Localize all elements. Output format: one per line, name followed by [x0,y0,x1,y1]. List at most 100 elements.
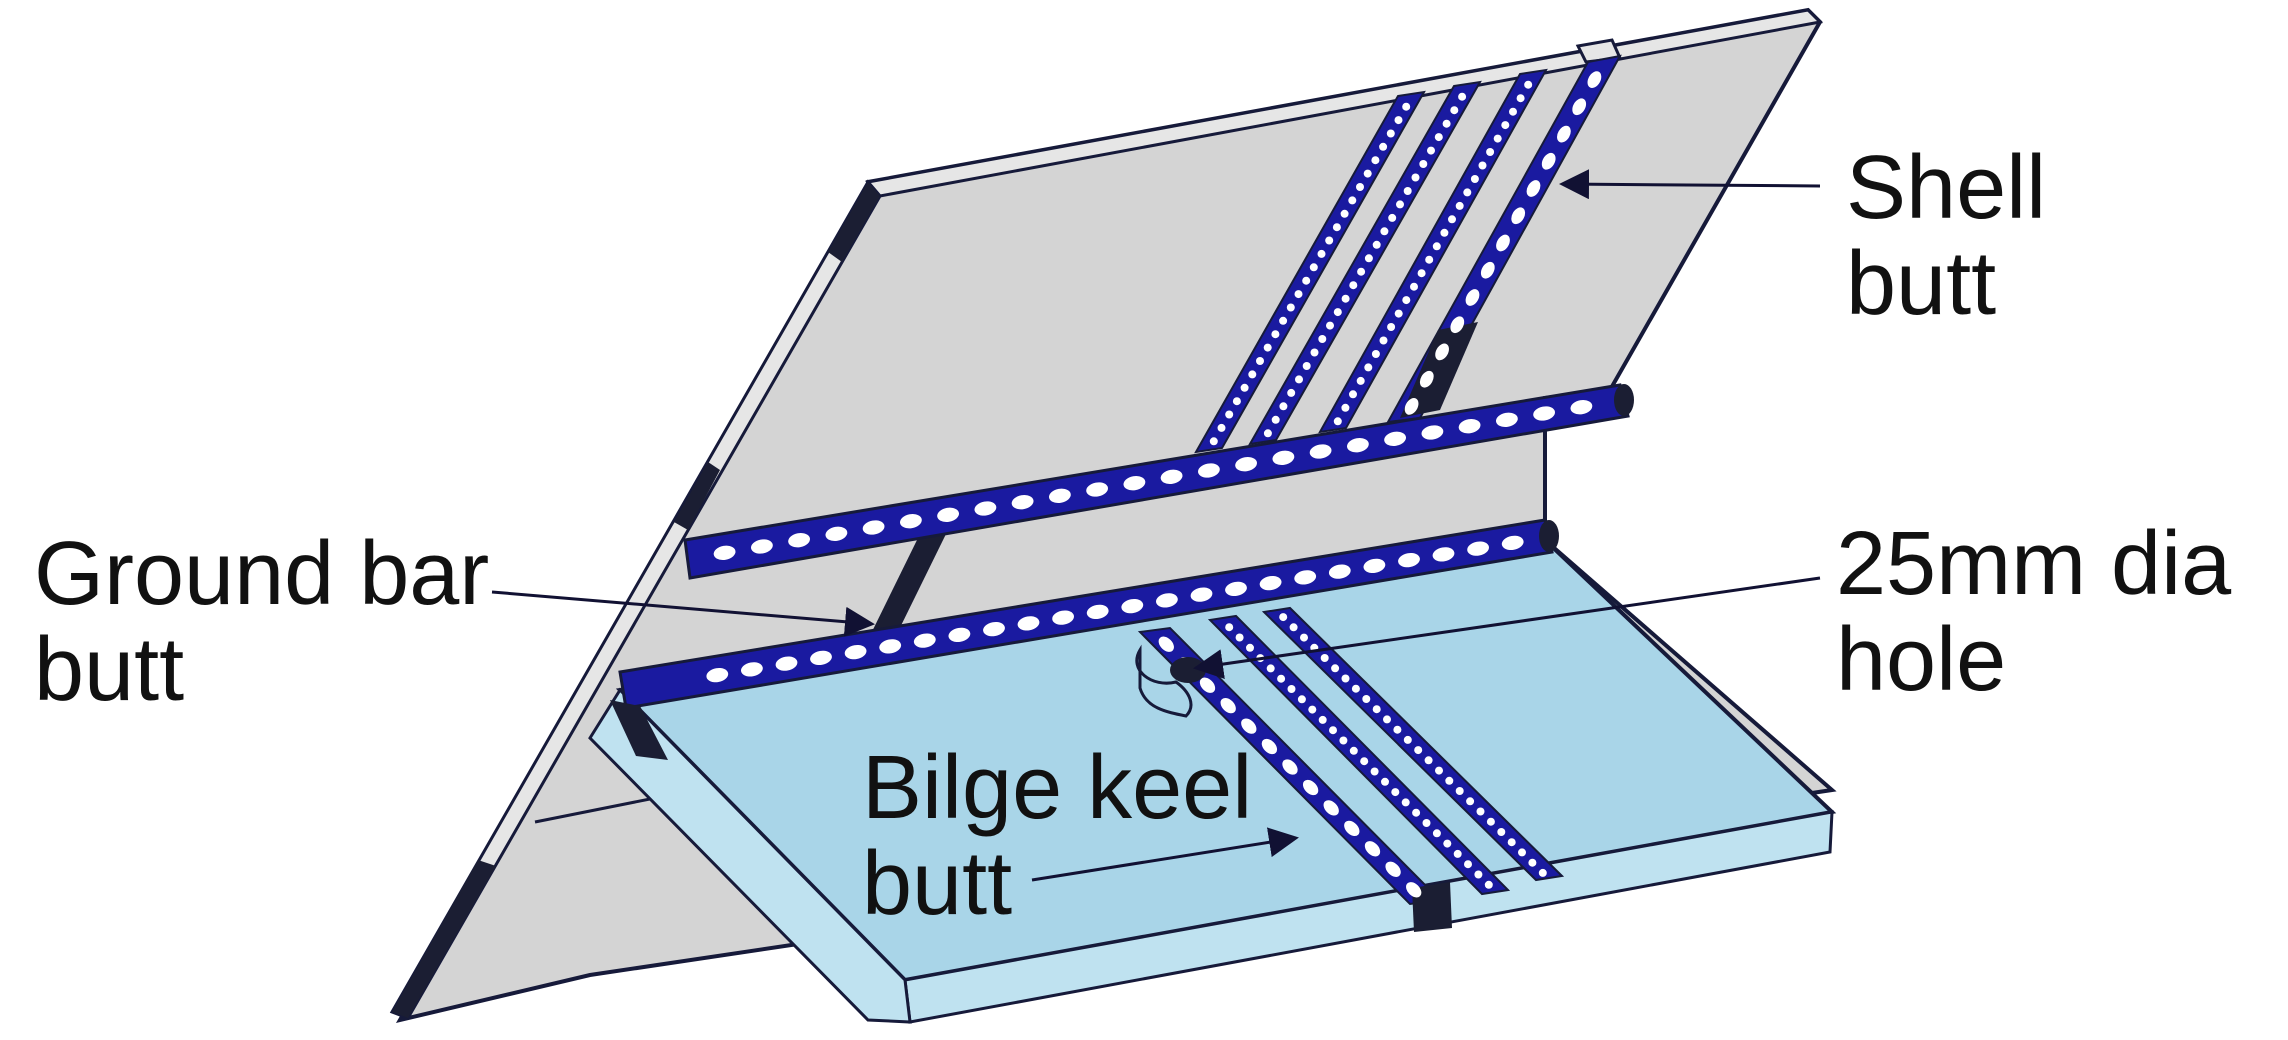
weld-hole [1246,643,1254,652]
weld-hole [1432,547,1455,562]
weld-hole [1190,587,1213,602]
weld-hole [1279,613,1288,622]
weld-hole [1387,323,1396,331]
shell-weld-holes [1209,71,1602,446]
weld-hole [1349,281,1358,290]
weld-hole [1225,623,1234,632]
weld-hole [1370,767,1379,776]
weld-hole [1295,375,1303,384]
weld-hole [1263,343,1272,352]
weld-hole [1419,160,1428,168]
left-edge-band-top [828,182,880,262]
weld-hole [1486,817,1495,826]
weld-hole [1455,787,1464,795]
weld-hole [1297,695,1306,704]
weld-hole [1318,335,1327,343]
ground-bar-butt-leader [491,590,875,637]
weld-hole [948,627,971,643]
weld-hole [1497,828,1506,836]
weld-hole [1341,294,1350,303]
shell-weld-strip-3 [1318,68,1548,434]
weld-hole [1393,725,1402,734]
weld-hole [1155,593,1178,608]
hole-label-line-2: hole [1836,610,2007,710]
weld-hole [1524,80,1533,89]
weld-hole [1360,757,1369,766]
weld-hole [1486,148,1495,156]
weld-hole [1277,674,1286,683]
weld-hole [1048,488,1071,503]
weld-hole [1432,829,1441,838]
weld-hole [1478,161,1487,170]
weld-hole [1160,469,1183,484]
lower-bar-dark-corner [610,700,668,760]
weld-hole [1121,598,1144,614]
weld-hole [1362,695,1371,703]
hole-label: 25mm dia hole [1836,516,2231,708]
weld-hole [1225,410,1234,419]
weld-hole [1493,134,1502,143]
weld-hole [1331,664,1340,673]
weld-hole [1443,839,1452,848]
weld-hole [1333,417,1342,426]
bilge-keel-butt-dark-band [1412,882,1452,932]
weld-hole [1458,92,1467,101]
weld-hole [1086,604,1109,620]
weld-hole [1259,575,1282,591]
weld-hole [1225,581,1247,597]
weld-hole [1235,633,1244,642]
weld-hole [1357,267,1366,276]
weld-hole [825,526,848,541]
hole-label-line-1: 25mm dia [1836,514,2232,614]
weld-hole [1417,269,1426,278]
weld-hole [1394,116,1403,125]
weld-hole [1086,482,1109,497]
weld-hole [1341,403,1350,412]
weld-hole [937,507,960,522]
weld-hole [1484,880,1493,889]
weld-hole [1349,390,1357,399]
weld-hole [1364,254,1373,263]
weld-hole [1424,756,1433,765]
weld-hole [1197,463,1220,478]
weld-hole [1421,425,1444,440]
weld-hole [1379,336,1388,345]
weld-hole [1363,169,1372,178]
weld-hole [1435,343,1449,361]
weld-hole [1266,664,1275,673]
weld-hole [1470,175,1479,183]
weld-hole [1371,350,1380,358]
weld-hole [1404,398,1419,415]
weld-hole [844,644,867,660]
weld-hole [1333,308,1342,317]
weld-hole [1402,296,1411,305]
weld-hole [1507,838,1516,847]
shell-butt-label: Shell butt [1846,140,2046,332]
weld-hole [1052,610,1075,625]
weld-hole [1466,797,1475,806]
shell-butt-leader [1559,169,1821,200]
weld-hole [1450,316,1465,334]
weld-hole [1398,552,1420,568]
weld-hole [1533,406,1556,421]
weld-hole [1271,415,1280,424]
weld-hole [1445,776,1454,785]
weld-hole [1432,242,1441,251]
weld-hole [1381,777,1389,786]
weld-hole [1364,363,1373,372]
weld-hole [1308,705,1317,714]
weld-hole [1248,370,1257,379]
weld-hole [1410,282,1418,291]
bilge-keel-butt-label-line-1: Bilge keel [862,738,1253,838]
weld-hole [1263,429,1272,438]
weld-hole [1379,142,1388,151]
weld-hole [1232,397,1241,406]
weld-hole [1310,348,1319,357]
weld-hole [740,662,763,677]
weld-hole [1372,705,1381,714]
weld-hole [1453,849,1462,858]
weld-hole [1323,800,1339,816]
weld-hole [1467,541,1490,556]
shell-butt-label-line-1: Shell [1846,138,2047,238]
